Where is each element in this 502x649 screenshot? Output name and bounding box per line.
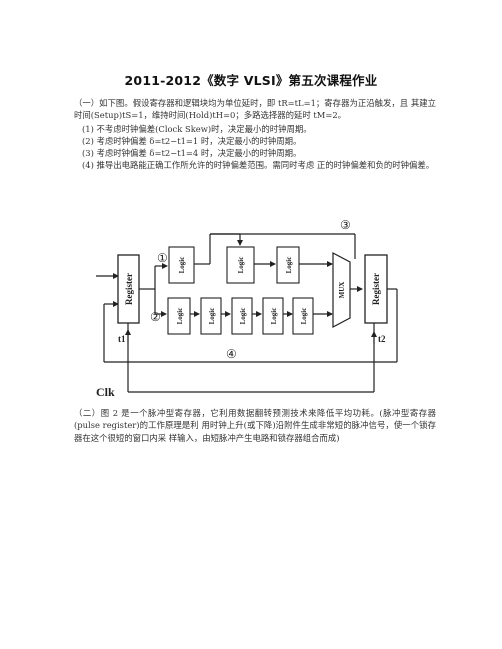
t1-marker: t1: [118, 329, 131, 344]
logic-block-lower-5: Logic: [292, 297, 314, 335]
register-2: Register: [364, 254, 388, 324]
logic-block-upper-3: Logic: [276, 246, 300, 284]
clk-label: Clk: [96, 385, 115, 399]
logic-label: Logic: [270, 308, 278, 325]
register-2-label: Register: [371, 273, 381, 305]
logic-block-lower-2: Logic: [200, 297, 222, 335]
path-label-1: ①: [157, 251, 168, 265]
path-label-4: ④: [226, 347, 237, 361]
question-2-text: （二）图 2 是一个脉冲型寄存器，它利用数据翻转预测技术来降低平均功耗。(脉冲型…: [74, 408, 436, 443]
logic-block-upper-2: Logic: [226, 246, 255, 284]
mux-label: MUX: [338, 282, 346, 299]
register-1: Register: [117, 254, 140, 324]
register-1-label: Register: [124, 273, 134, 305]
logic-label: Logic: [178, 257, 186, 274]
path-label-2: ②: [150, 310, 161, 324]
logic-block-lower-4: Logic: [262, 297, 284, 335]
question-1-intro: （一）如下图。假设寄存器和逻辑块均为单位延时，即 tR=tL=1；寄存器为正沿触…: [74, 98, 436, 121]
logic-label: Logic: [176, 308, 184, 325]
question-1-item-2: (2) 考虑时钟偏差 δ=t2−t1=1 时，决定最小的时钟周期。: [82, 136, 302, 146]
logic-label: Logic: [300, 308, 308, 325]
mux: MUX: [332, 252, 351, 328]
logic-label: Logic: [208, 308, 216, 325]
logic-block-lower-1: Logic: [167, 297, 191, 335]
logic-block-lower-3: Logic: [231, 297, 253, 335]
logic-label: Logic: [285, 257, 293, 274]
t2-label: t2: [378, 334, 386, 344]
question-1-item-4: (4) 推导出电路能正确工作所允许的时钟偏差范围。需同时考虑 正的时钟偏差和负的…: [82, 160, 435, 170]
page-title: 2011-2012《数字 VLSI》第五次课程作业: [124, 73, 378, 88]
logic-block-upper-1: Logic: [168, 246, 195, 284]
path-label-3: ③: [340, 218, 351, 232]
question-1-item-3: (3) 考虑时钟偏差 δ=t2−t1=4 时，决定最小的时钟周期。: [82, 148, 302, 158]
logic-label: Logic: [239, 308, 247, 325]
question-1-item-1: (1) 不考虑时钟偏差(Clock Skew)时，决定最小的时钟周期。: [82, 124, 312, 134]
t1-label: t1: [118, 334, 126, 344]
logic-label: Logic: [237, 257, 245, 274]
t2-marker: t2: [371, 331, 386, 344]
